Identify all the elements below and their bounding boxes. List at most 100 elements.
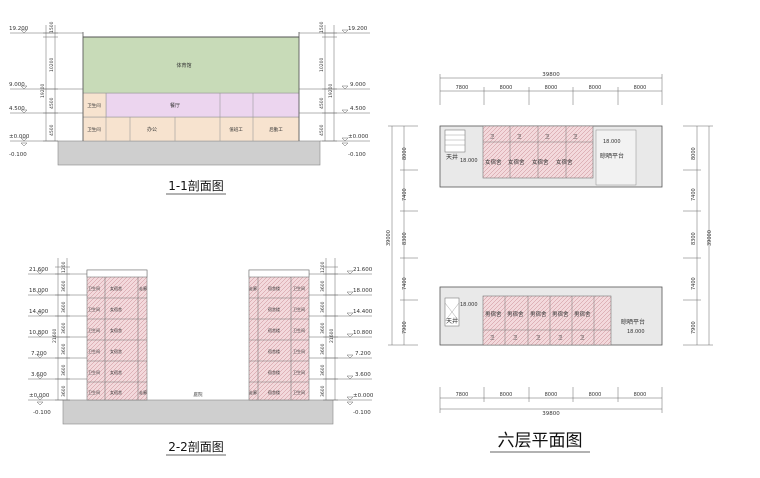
fd2-r-5: 3600 [320, 364, 326, 376]
fd2-r-6: 3600 [320, 385, 326, 397]
bottom-room-5: 男宿舍 [574, 310, 591, 318]
r-toilet-3: 卫生间 [293, 348, 305, 354]
elev2-r-2: 14.400 [353, 309, 373, 315]
dimension-chain-2-right [323, 258, 338, 401]
elevations-2-right [309, 270, 372, 406]
plan-right-dims [683, 125, 713, 346]
dim-right-10200: 10200 [319, 58, 325, 72]
dim-left-1500: 1500 [49, 21, 55, 33]
elev-right-0: ±0.000 [348, 134, 369, 140]
bottom-wc-5: 卫 [580, 335, 585, 341]
fd2-l-4: 3600 [61, 343, 67, 355]
plan-bottom-block [439, 286, 663, 346]
plan-bottom-dims [439, 387, 663, 413]
elev2-r-6: ±0.000 [353, 393, 374, 399]
courtyard-label: 庭院 [194, 391, 203, 398]
l-dorm-6: 女宿舍 [110, 285, 122, 291]
elev2-l-3: 10.800 [29, 330, 49, 336]
l-toilet-1: 卫生间 [88, 389, 100, 395]
elev-right-minus: -0.100 [348, 152, 366, 158]
fd2-l-1: 3600 [61, 280, 67, 292]
fd2-l-3: 3600 [61, 322, 67, 334]
r-toilet-4: 卫生间 [293, 327, 305, 333]
bay-top-4: 8000 [634, 85, 647, 91]
top-terrace: 晾晒平台 [600, 152, 624, 160]
bottom-room-2: 男宿舍 [507, 310, 524, 318]
section-2-title: 2-2剖面图 [168, 440, 224, 454]
depth-right-3: 7400 [691, 277, 697, 290]
dim2-r-total: 21600 [329, 329, 335, 343]
plan-title: 六层平面图 [498, 431, 583, 451]
bay-top-2: 8000 [545, 85, 558, 91]
dimension-chain-right [322, 25, 337, 142]
r-dorm-1: 宿舍楼 [268, 389, 280, 395]
bottom-wc-3: 卫 [536, 335, 541, 341]
l-toilet-2: 卫生间 [88, 369, 100, 375]
dim-right-4500a: 4500 [319, 97, 325, 109]
r-toilet-2: 卫生间 [293, 369, 305, 375]
elev2-r-4: 7.200 [355, 351, 371, 357]
elev2-r-5: 3.600 [355, 372, 371, 378]
depth-left-4: 7900 [402, 321, 408, 334]
l-corridor-1: 走廊 [139, 389, 147, 395]
ground-slab-2 [62, 399, 334, 425]
top-wc-1: 卫 [490, 134, 495, 140]
depth-left-1: 7400 [402, 188, 408, 201]
top-elev-right: 18.000 [603, 139, 621, 145]
elev-right-4500: 4.500 [350, 106, 366, 112]
bottom-room-4: 男宿舍 [552, 310, 569, 318]
elev2-l-4: 7.200 [31, 351, 47, 357]
fd2-l-5: 3600 [61, 364, 67, 376]
elev2-r-1: 18.000 [353, 288, 373, 294]
bottom-shaft: 天井 [446, 317, 458, 325]
plan-total-width-bottom: 39800 [542, 411, 560, 417]
elev-right-9000: 9.000 [350, 82, 366, 88]
bottom-elev-left: 18.000 [460, 302, 478, 308]
room-gym: 体育馆 [176, 62, 191, 69]
l-toilet-6: 卫生间 [88, 285, 100, 291]
fd2-r-3: 3600 [320, 322, 326, 334]
elev-left-0: ±0.000 [9, 134, 30, 140]
depth-left-2: 8300 [402, 232, 408, 245]
room-staff-1: 值班工 [229, 126, 243, 133]
elev2-l-1: 18.000 [29, 288, 49, 294]
dim2-l-total: 21600 [52, 329, 58, 343]
bottom-elev-right: 18.000 [627, 329, 645, 335]
section-2-2: 卫生间 女宿舍 卫生间 女宿舍 卫生间 女宿舍 卫生间 女宿舍 卫生间 女宿舍 … [28, 258, 374, 456]
r-toilet-1: 卫生间 [293, 389, 305, 395]
plan-top-block [439, 125, 663, 188]
right-dorm-block [248, 269, 310, 401]
top-room-1: 女宿舍 [485, 158, 502, 166]
elevations-left [10, 29, 83, 147]
depth-right-2: 8300 [691, 232, 697, 245]
bay-bot-1: 8000 [500, 392, 513, 398]
depth-left-0: 8000 [402, 147, 408, 160]
bay-bot-4: 8000 [634, 392, 647, 398]
elev2-r-7: -0.100 [353, 410, 371, 416]
room-office: 办公 [147, 126, 157, 133]
r-dorm-3: 宿舍楼 [268, 348, 280, 354]
fd2-r-1: 3600 [320, 280, 326, 292]
elev2-l-0: 21.600 [29, 267, 49, 273]
bottom-wc-4: 卫 [558, 335, 563, 341]
fd2-l-6: 3600 [61, 385, 67, 397]
dimension-chain-2-left [55, 258, 70, 401]
l-dorm-4: 女宿舍 [110, 327, 122, 333]
plan-left-dims [388, 125, 418, 346]
depth-right-1: 7400 [691, 188, 697, 201]
fd2-l-0: 1200 [61, 261, 67, 273]
r-corridor-6: 走廊 [249, 285, 257, 291]
l-dorm-2: 女宿舍 [110, 369, 122, 375]
bay-bot-2: 8000 [545, 392, 558, 398]
depth-left-3: 7400 [402, 277, 408, 290]
top-room-3: 女宿舍 [532, 158, 549, 166]
elev2-l-7: -0.100 [33, 410, 51, 416]
elev-left-19200: 19.200 [9, 26, 29, 32]
plan-top-dims [439, 74, 663, 105]
fd2-l-2: 3600 [61, 301, 67, 313]
bottom-room-3: 男宿舍 [530, 310, 547, 318]
plan-total-width-top: 39800 [542, 72, 560, 78]
bottom-terrace: 晾晒平台 [621, 318, 645, 326]
elev2-r-3: 10.800 [353, 330, 373, 336]
top-room-4: 女宿舍 [556, 158, 573, 166]
